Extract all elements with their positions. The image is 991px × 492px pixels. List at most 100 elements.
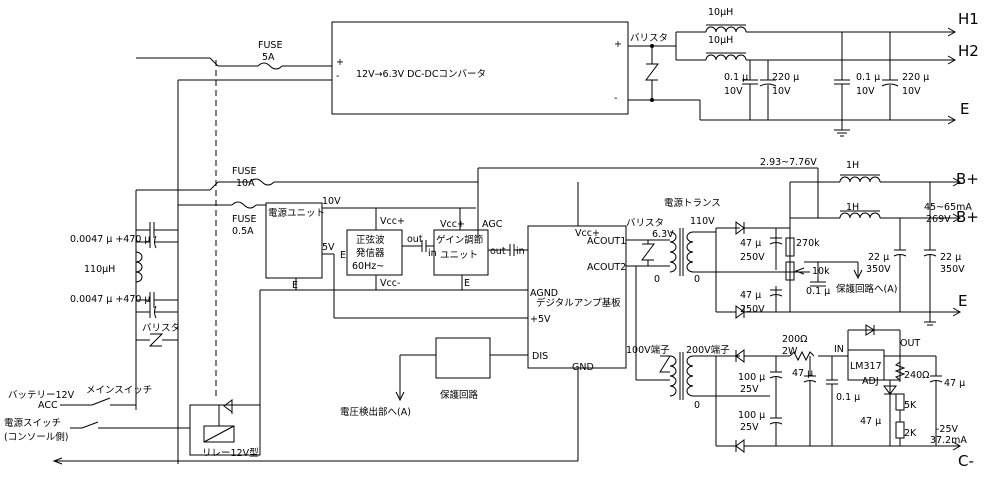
svg-text:240Ω: 240Ω: [904, 370, 929, 381]
svg-text:47 μ: 47 μ: [944, 378, 965, 389]
svg-text:25V: 25V: [740, 422, 759, 433]
svg-text:22 μ: 22 μ: [940, 252, 961, 263]
output-bplus-b: B+: [956, 208, 979, 226]
dcdc-label: 12V→6.3V DC-DCコンバータ: [356, 69, 486, 80]
svg-text:+: +: [614, 39, 622, 50]
svg-text:Vcc-: Vcc-: [380, 278, 400, 289]
acc-label: ACC: [38, 400, 58, 411]
svg-text:100 μ: 100 μ: [738, 372, 765, 383]
svg-text:5K: 5K: [904, 400, 917, 411]
svg-text:AGC: AGC: [482, 219, 503, 230]
output-cminus: C-: [958, 452, 974, 470]
svg-text:10V: 10V: [724, 86, 743, 97]
svg-text:47 μ: 47 μ: [740, 290, 761, 301]
protect-circuit-box: [435, 337, 491, 379]
transformer-primary: [669, 231, 677, 273]
svg-text:47 μ: 47 μ: [860, 416, 881, 427]
varistor-top-label: バリスタ: [630, 33, 668, 44]
svg-text:100 μ: 100 μ: [738, 410, 765, 421]
fuse-10a-rating: 10A: [236, 178, 255, 189]
svg-text:IN: IN: [834, 344, 844, 355]
svg-text:-: -: [614, 93, 617, 104]
output-e-mid: E: [958, 292, 967, 310]
svg-text:out: out: [407, 234, 423, 245]
ind-h2-label: 10μH: [708, 35, 733, 46]
voltage-detect-label: 電圧検出部へ(A): [340, 406, 411, 418]
choke-110uh: [135, 251, 143, 283]
svg-text:0: 0: [694, 400, 700, 411]
ind-h1-label: 10μH: [708, 7, 733, 18]
svg-text:+: +: [336, 57, 344, 68]
svg-text:350V: 350V: [866, 264, 891, 275]
svg-text:37.2mA: 37.2mA: [930, 435, 967, 446]
inductor-h2: [705, 54, 747, 61]
fuse-05a: [231, 201, 257, 209]
fuse-10a: [249, 178, 275, 186]
svg-text:250V: 250V: [740, 304, 765, 315]
svg-text:DIS: DIS: [532, 351, 548, 362]
output-e-top: E: [960, 100, 969, 118]
power-switch: [81, 421, 99, 429]
transformer2-secondary: [686, 355, 694, 397]
svg-text:正弦波: 正弦波: [356, 234, 385, 246]
svg-text:-: -: [336, 71, 339, 82]
protect-a-label: 保護回路へ(A): [836, 283, 897, 295]
svg-text:47 μ: 47 μ: [792, 368, 813, 379]
transformer2-primary: [669, 355, 677, 397]
power-switch-label: 電源スイッチ: [4, 418, 61, 429]
dcdc-converter-box: [331, 21, 629, 115]
svg-text:E: E: [292, 280, 298, 291]
relay-label: リレー12V型: [202, 448, 259, 459]
svg-text:+5V: +5V: [530, 314, 551, 325]
svg-text:0.1 μ: 0.1 μ: [806, 286, 830, 297]
output-bplus-a: B+: [956, 170, 979, 188]
svg-text:47 μ: 47 μ: [740, 238, 761, 249]
svg-text:E: E: [340, 250, 346, 261]
input-section: 0.0047 μ +470 μ 110μH 0.0047 μ +470 μ バリ…: [4, 57, 579, 465]
main-switch: [91, 397, 111, 406]
gain-unit-box: [433, 229, 489, 276]
svg-text:10V: 10V: [322, 196, 341, 207]
control-section: FUSE 10A FUSE 0.5A 電源ユニット 10V 5V E E 正弦波…: [178, 166, 760, 418]
varistor-top: [645, 63, 659, 81]
sine-generator-box: [346, 229, 403, 276]
svg-text:45~65mA: 45~65mA: [924, 202, 972, 213]
cminus-section: 100V端子 200V端子 0 100 μ 25V 100 μ 25V 200Ω…: [625, 226, 974, 470]
svg-text:6.3V: 6.3V: [652, 229, 674, 240]
svg-text:0.1 μ: 0.1 μ: [724, 72, 748, 83]
digital-amp-board: [527, 225, 627, 369]
output-h2: H2: [958, 42, 979, 60]
caps-h2: [742, 32, 899, 137]
power-unit-box: [265, 202, 323, 279]
fuse-5a-rating: 5A: [262, 52, 275, 63]
svg-text:Vcc+: Vcc+: [440, 219, 465, 230]
svg-text:ゲイン調節: ゲイン調節: [436, 234, 484, 246]
svg-text:10k: 10k: [812, 266, 830, 277]
svg-text:1H: 1H: [846, 202, 859, 213]
svg-text:2W: 2W: [782, 346, 798, 357]
svg-text:ADJ: ADJ: [862, 376, 879, 387]
filter-cap2-label: 0.0047 μ +470 μ: [70, 294, 150, 305]
svg-text:10V: 10V: [772, 86, 791, 97]
fuse-10a-label: FUSE: [232, 166, 256, 177]
amp-board-label: デジタルアンプ基板: [536, 297, 621, 309]
range-voltage-label: 2.93~7.76V: [760, 157, 817, 168]
inductor-h1: [705, 26, 747, 33]
svg-text:Vcc+: Vcc+: [575, 228, 600, 239]
resistor-200: [789, 350, 815, 362]
svg-text:250V: 250V: [740, 252, 765, 263]
lm317-box: [847, 349, 885, 381]
svg-text:-25V: -25V: [936, 424, 959, 435]
svg-text:220 μ: 220 μ: [902, 72, 929, 83]
power-switch-sub: (コンソール側): [4, 431, 68, 443]
transformer-secondary: [686, 231, 694, 273]
lm317-label: LM317: [850, 361, 882, 372]
svg-text:2K: 2K: [904, 428, 917, 439]
svg-text:out: out: [490, 246, 506, 257]
svg-text:10V: 10V: [856, 86, 875, 97]
output-h1: H1: [958, 10, 979, 28]
inductor-1h-b: [839, 212, 881, 219]
svg-text:22 μ: 22 μ: [868, 252, 889, 263]
svg-text:AGND: AGND: [530, 288, 558, 299]
